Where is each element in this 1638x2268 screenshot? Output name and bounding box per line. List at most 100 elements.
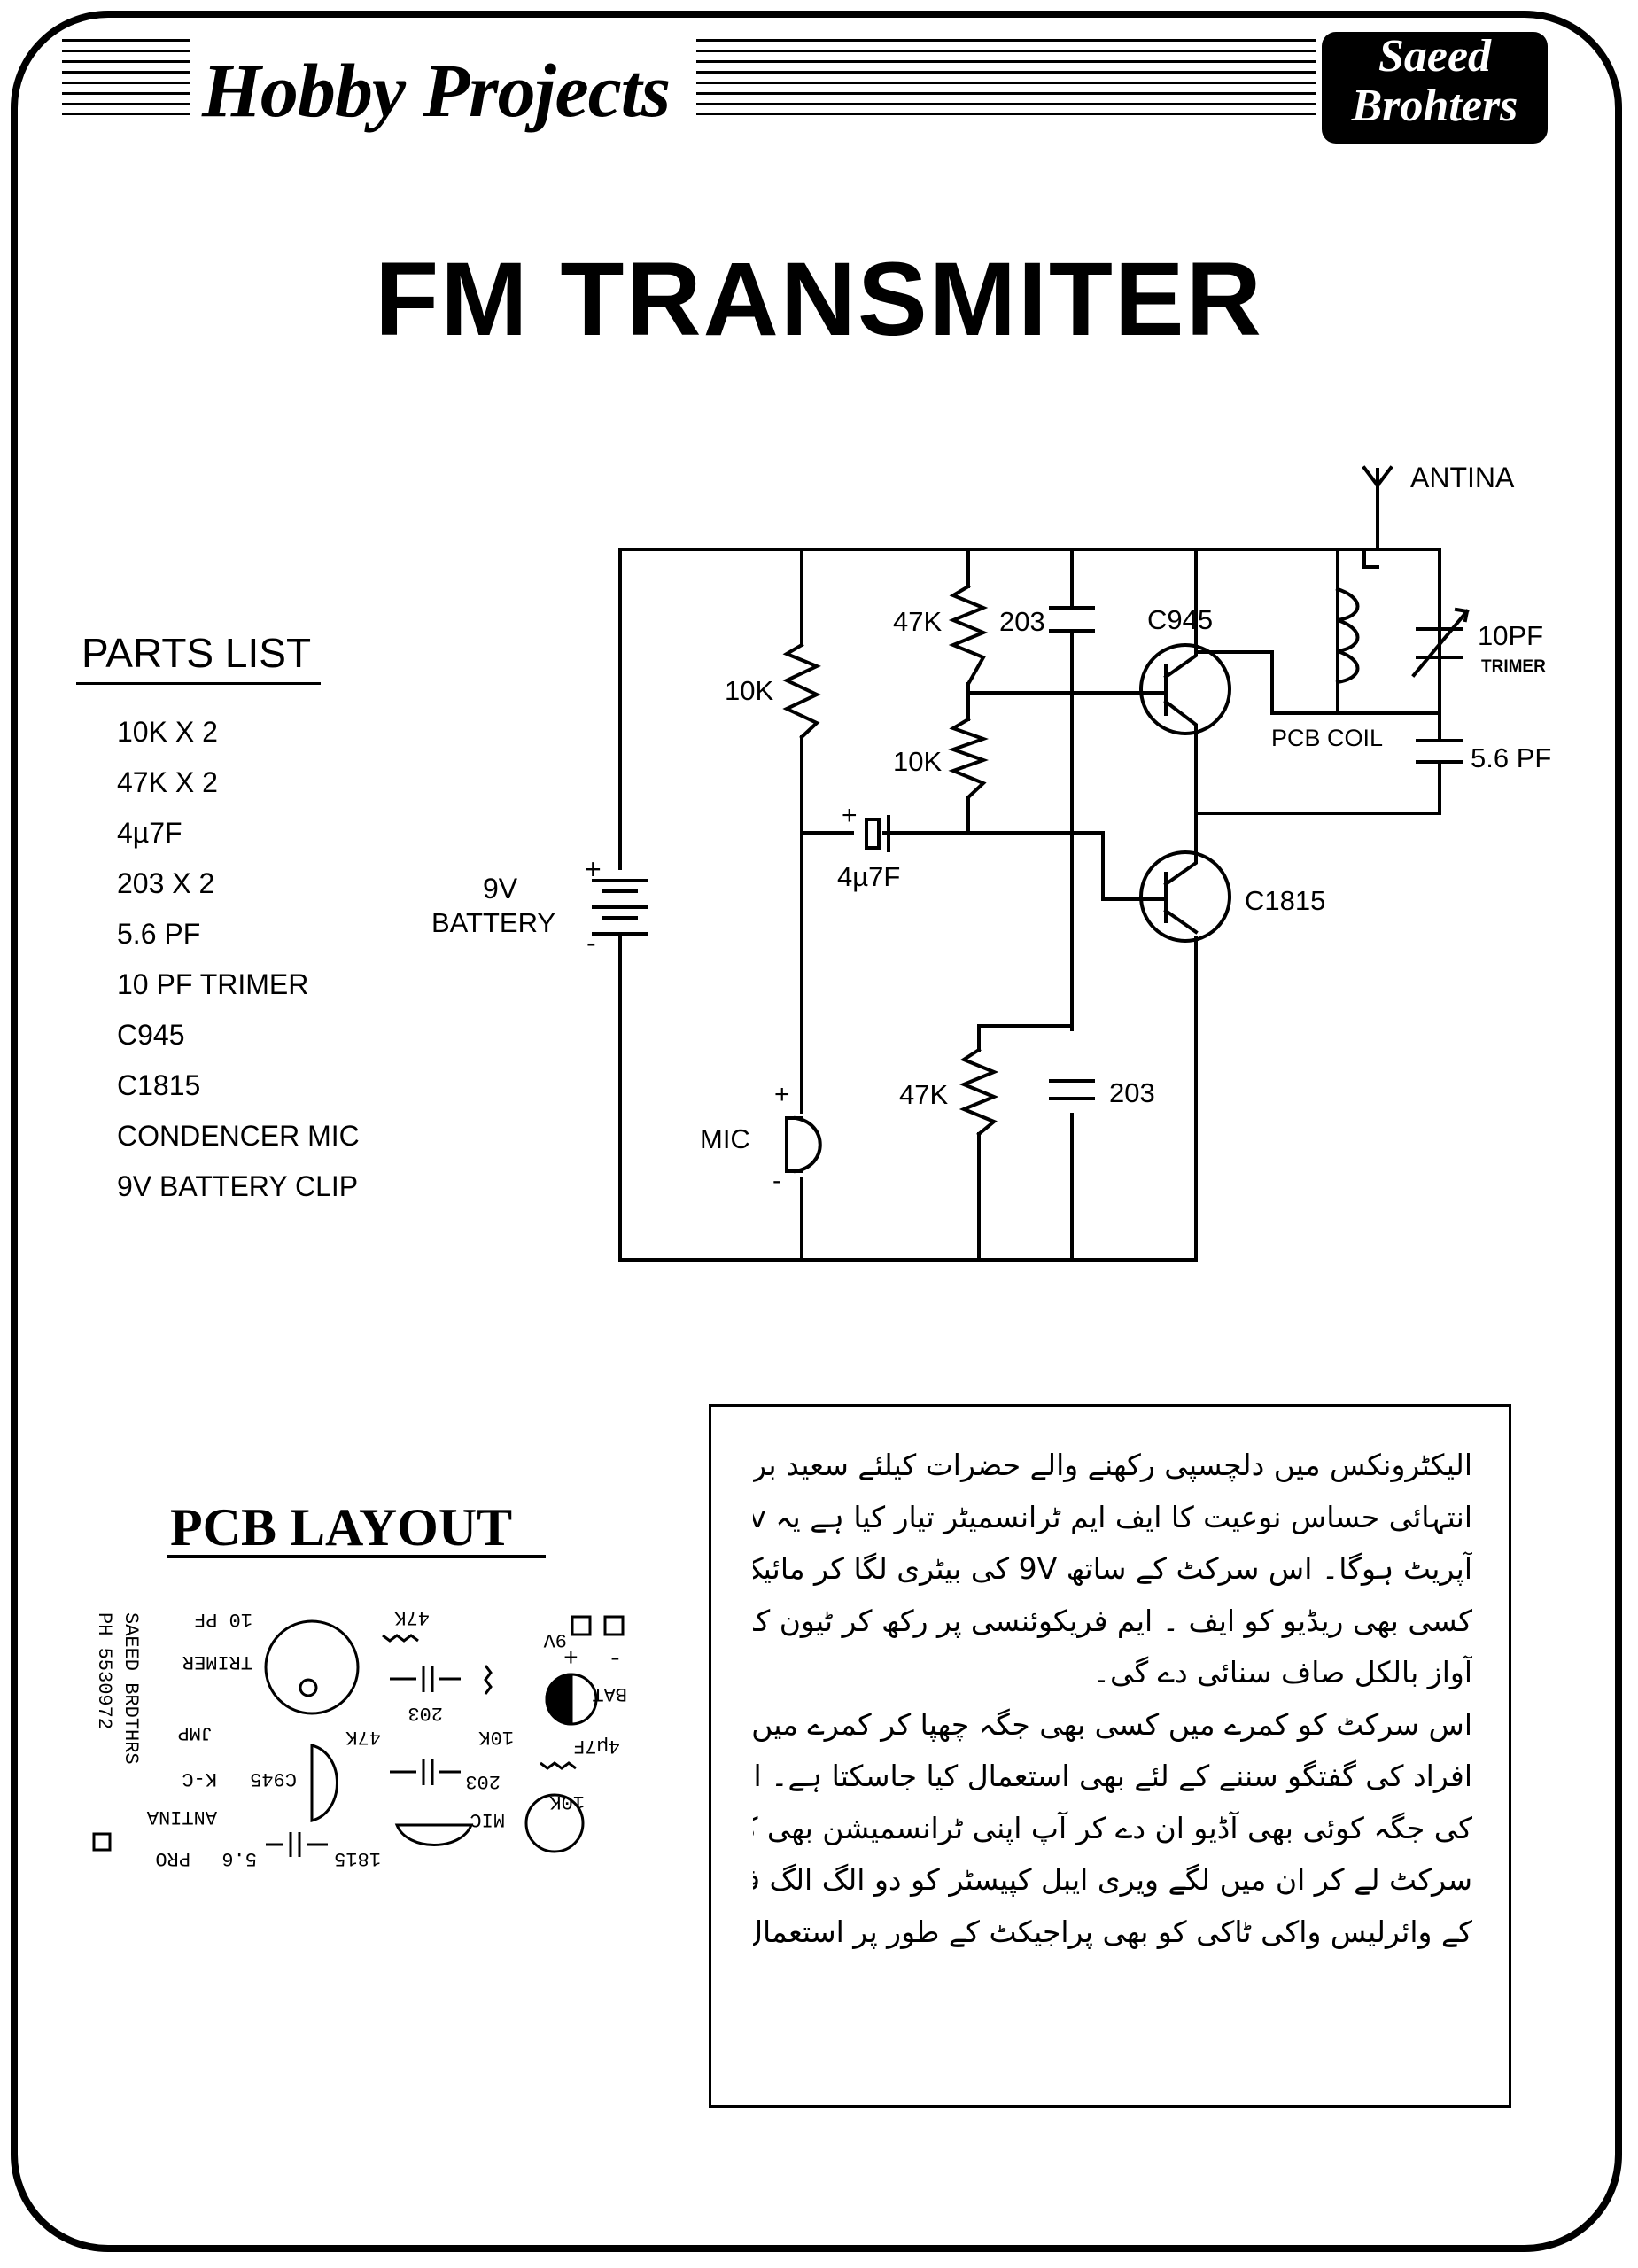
label-battery-v: 9V xyxy=(483,873,518,905)
publisher-badge: Saeed Brohters xyxy=(1322,32,1548,144)
parts-list-heading: PARTS LIST xyxy=(82,630,312,676)
part-item: 10 PF TRIMER xyxy=(117,968,309,1000)
label-mic-minus: - xyxy=(772,1166,781,1195)
pcb-label-c47: 4µ7F xyxy=(573,1735,620,1757)
pcb-label-pf56: 5.6 xyxy=(221,1847,257,1869)
part-item: C1815 xyxy=(117,1069,201,1101)
label-q2: C1815 xyxy=(1245,885,1325,916)
label-c5pf6: 5.6 PF xyxy=(1471,742,1551,773)
header-rule-left xyxy=(62,39,190,115)
description-box xyxy=(709,1404,1511,2108)
brand-title: Hobby Projects xyxy=(202,48,671,133)
label-c203-bottom: 203 xyxy=(1109,1077,1155,1108)
label-r10k-left: 10K xyxy=(725,675,773,706)
part-item: C945 xyxy=(117,1019,185,1051)
part-item: 5.6 PF xyxy=(117,918,201,950)
transistor-c945-circle xyxy=(1139,643,1231,735)
label-coil: PCB COIL xyxy=(1271,725,1383,751)
label-cap-plus: + xyxy=(842,801,858,830)
label-trimmer-sub: TRIMER xyxy=(1481,657,1546,676)
capacitor-203-bottom xyxy=(1049,1079,1095,1100)
description-line: کی جگہ کوئی بھی آڈیو ان دے کر آپ اپنی ٹر… xyxy=(753,1810,1472,1845)
resistor-47k-top xyxy=(948,584,989,687)
label-r47k-bottom: 47K xyxy=(899,1079,948,1110)
trimmer-10pf xyxy=(1411,607,1470,678)
part-item: 4µ7F xyxy=(117,817,182,849)
description-line: سرکٹ لے کر ان میں لگے ویری ایبل کپیسٹر ک… xyxy=(753,1862,1472,1897)
pcb-layout-underline xyxy=(167,1555,546,1558)
transistor-c1815-circle xyxy=(1139,850,1231,943)
pcb-label-jmp: JMP xyxy=(177,1721,213,1744)
pcb-label-c203a: 203 xyxy=(408,1702,443,1724)
pcb-label-q1815: 1815 xyxy=(334,1847,381,1869)
pcb-label-antina: ANTINA xyxy=(146,1806,217,1828)
description-line: کسی بھی ریڈیو کو ایف ۔ ایم فریکوئنسی پر … xyxy=(753,1603,1472,1638)
wire-left xyxy=(618,548,1198,1262)
pcb-label-minus: - xyxy=(608,1646,623,1674)
pcb-label-pro: PRO xyxy=(155,1847,190,1869)
description-line: افراد کی گفتگو سننے کے لئے بھی استعمال ک… xyxy=(753,1759,1472,1793)
page-border xyxy=(11,11,1622,2252)
pcb-label-ten-pf: 10 PF xyxy=(194,1608,252,1630)
capacitor-4u7-body xyxy=(865,818,881,850)
description-line: کے وائرلیس واکی ٹاکی کو بھی پراجیکٹ کے ط… xyxy=(753,1914,1472,1949)
label-battery-minus: - xyxy=(586,927,596,959)
antenna-feed xyxy=(1362,548,1379,569)
label-r10k-mid: 10K xyxy=(893,746,942,777)
part-item: 10K X 2 xyxy=(117,716,218,748)
pcb-label-c203b: 203 xyxy=(465,1770,501,1792)
wire-q2-base xyxy=(1070,831,1145,901)
pcb-label-bat: BAT xyxy=(592,1682,627,1705)
part-item: 203 X 2 xyxy=(117,867,215,899)
pcb-label-brand1: SAEED BRDTHRS xyxy=(120,1612,142,1765)
capacitor-203-top xyxy=(1049,606,1095,633)
description-line: آواز بالکل صاف سنائی دے گی۔ xyxy=(1092,1655,1472,1689)
label-battery-plus: + xyxy=(585,853,602,885)
description-line: آپریٹ ہوگا۔ اس سرکٹ کے ساتھ 9V کی بیٹری … xyxy=(753,1551,1472,1586)
pcb-label-kc: K-C xyxy=(182,1767,217,1790)
pcb-label-brand2: PH 5530972 xyxy=(93,1612,115,1729)
pcb-resistor-marks xyxy=(382,1634,577,1770)
pcb-label-r10a: 10K xyxy=(478,1726,514,1748)
description-line: اس سرکٹ کو کمرے میں کسی بھی جگہ چھپا کر … xyxy=(753,1706,1472,1742)
transistor-c1815-pins xyxy=(1141,812,1199,935)
pcb-label-r47a: 47K xyxy=(394,1606,430,1628)
description-line: الیکٹرونکس میں دلچسپی رکھنے والے حضرات ک… xyxy=(753,1448,1472,1482)
pcb-trimmer-pad xyxy=(264,1619,360,1715)
wire-10k-branch xyxy=(800,548,854,835)
label-mic: MIC xyxy=(700,1123,750,1154)
description-paragraph-2: اس سرکٹ کو کمرے میں کسی بھی جگہ چھپا کر … xyxy=(753,1699,1472,1959)
resistor-10k-left xyxy=(782,642,821,740)
resistor-10k-mid xyxy=(947,717,990,800)
pcb-label-trimer: TRIMER xyxy=(182,1651,252,1673)
pcb-label-c945: C945 xyxy=(250,1767,297,1790)
pcb-c945-outline xyxy=(310,1744,338,1822)
pcb-coil xyxy=(1335,586,1360,685)
page-title: FM TRANSMITER xyxy=(375,241,1263,358)
pcb-label-nine-v: 9V xyxy=(543,1628,567,1651)
part-item: 9V BATTERY CLIP xyxy=(117,1170,359,1202)
pcb-bat-half xyxy=(545,1673,573,1726)
wire-divider xyxy=(966,548,1145,835)
parts-list: 10K X 2 47K X 2 4µ7F 203 X 2 5.6 PF 10 P… xyxy=(117,707,360,1212)
header-rule-right xyxy=(696,39,1316,115)
part-item: 47K X 2 xyxy=(117,766,218,798)
label-c-elec: 4µ7F xyxy=(837,861,900,892)
pcb-layout-heading: PCB LAYOUT xyxy=(170,1498,513,1557)
description-paragraph-1: الیکٹرونکس میں دلچسپی رکھنے والے حضرات ک… xyxy=(753,1440,1472,1699)
label-mic-plus: + xyxy=(774,1080,790,1109)
transistor-c945-pins xyxy=(1141,548,1198,815)
resistor-47k-bottom xyxy=(959,1047,999,1137)
pcb-q1815-outline xyxy=(394,1823,474,1846)
label-trimmer: 10PF xyxy=(1478,620,1543,651)
label-c203-top: 203 xyxy=(999,606,1045,637)
label-r47k-top: 47K xyxy=(893,606,942,637)
label-battery: BATTERY xyxy=(431,907,555,938)
wire-trimmer xyxy=(1194,548,1441,815)
pcb-mic-pad xyxy=(524,1793,585,1853)
description-line: انتہائی حساس نوعیت کا ایف ایم ٹرانسمیٹر … xyxy=(753,1499,1472,1534)
pcb-label-r47b: 47K xyxy=(345,1726,381,1748)
pcb-square-pad-antenna xyxy=(92,1832,112,1852)
publisher-line1: Saeed xyxy=(1378,31,1492,82)
